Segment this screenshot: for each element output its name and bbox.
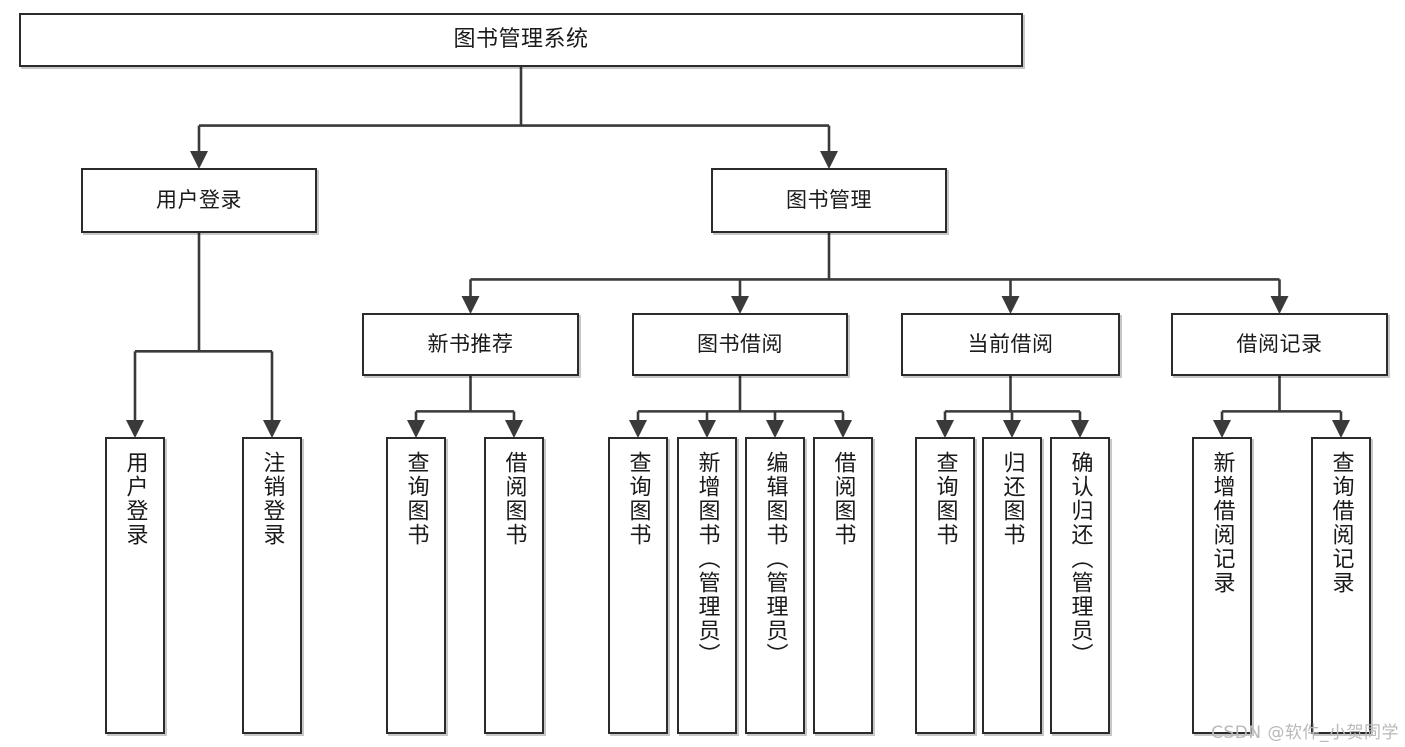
node-label: 确认归还（管理员） bbox=[1067, 451, 1093, 667]
node-label: 注销登录 bbox=[259, 451, 285, 547]
node-label: 查询借阅记录 bbox=[1328, 451, 1354, 595]
node-login[interactable]: 用户登录 bbox=[81, 168, 317, 233]
node-label: 用户登录 bbox=[122, 451, 148, 547]
node-label: 图书管理系统 bbox=[453, 26, 589, 52]
node-leaf-curr-3[interactable]: 确认归还（管理员） bbox=[1050, 437, 1110, 734]
node-label: 图书管理 bbox=[786, 187, 872, 212]
node-leaf-curr-1[interactable]: 查询图书 bbox=[915, 437, 975, 734]
node-leaf-new-2[interactable]: 借阅图书 bbox=[484, 437, 544, 734]
node-leaf-borrow-2[interactable]: 新增图书（管理员） bbox=[677, 437, 737, 734]
node-leaf-borrow-1[interactable]: 查询图书 bbox=[608, 437, 668, 734]
node-label: 新增图书（管理员） bbox=[694, 451, 720, 667]
node-current[interactable]: 当前借阅 bbox=[901, 313, 1120, 376]
node-label: 编辑图书（管理员） bbox=[762, 451, 788, 667]
node-leaf-curr-2[interactable]: 归还图书 bbox=[982, 437, 1042, 734]
node-label: 借阅图书 bbox=[830, 451, 856, 547]
node-label: 图书借阅 bbox=[697, 331, 783, 356]
node-label: 用户登录 bbox=[156, 187, 242, 212]
node-leaf-rec-2[interactable]: 查询借阅记录 bbox=[1311, 437, 1371, 734]
node-label: 归还图书 bbox=[999, 451, 1025, 547]
node-borrow[interactable]: 图书借阅 bbox=[632, 313, 848, 376]
node-records[interactable]: 借阅记录 bbox=[1171, 313, 1388, 376]
node-leaf-login-2[interactable]: 注销登录 bbox=[242, 437, 302, 734]
node-leaf-borrow-3[interactable]: 编辑图书（管理员） bbox=[745, 437, 805, 734]
node-label: 查询图书 bbox=[625, 451, 651, 547]
node-leaf-rec-1[interactable]: 新增借阅记录 bbox=[1192, 437, 1252, 734]
node-newbooks[interactable]: 新书推荐 bbox=[362, 313, 579, 376]
node-label: 新增借阅记录 bbox=[1209, 451, 1235, 595]
node-bookmgmt[interactable]: 图书管理 bbox=[711, 168, 947, 233]
node-label: 查询图书 bbox=[932, 451, 958, 547]
node-leaf-login-1[interactable]: 用户登录 bbox=[105, 437, 165, 734]
node-label: 新书推荐 bbox=[427, 331, 514, 356]
node-root[interactable]: 图书管理系统 bbox=[19, 13, 1023, 67]
node-label: 查询图书 bbox=[403, 451, 429, 547]
node-leaf-borrow-4[interactable]: 借阅图书 bbox=[813, 437, 873, 734]
node-label: 借阅记录 bbox=[1236, 331, 1323, 356]
node-label: 当前借阅 bbox=[967, 331, 1054, 356]
node-label: 借阅图书 bbox=[501, 451, 527, 547]
watermark-text: CSDN @软件_小贺同学 bbox=[1211, 723, 1399, 743]
node-leaf-new-1[interactable]: 查询图书 bbox=[386, 437, 446, 734]
